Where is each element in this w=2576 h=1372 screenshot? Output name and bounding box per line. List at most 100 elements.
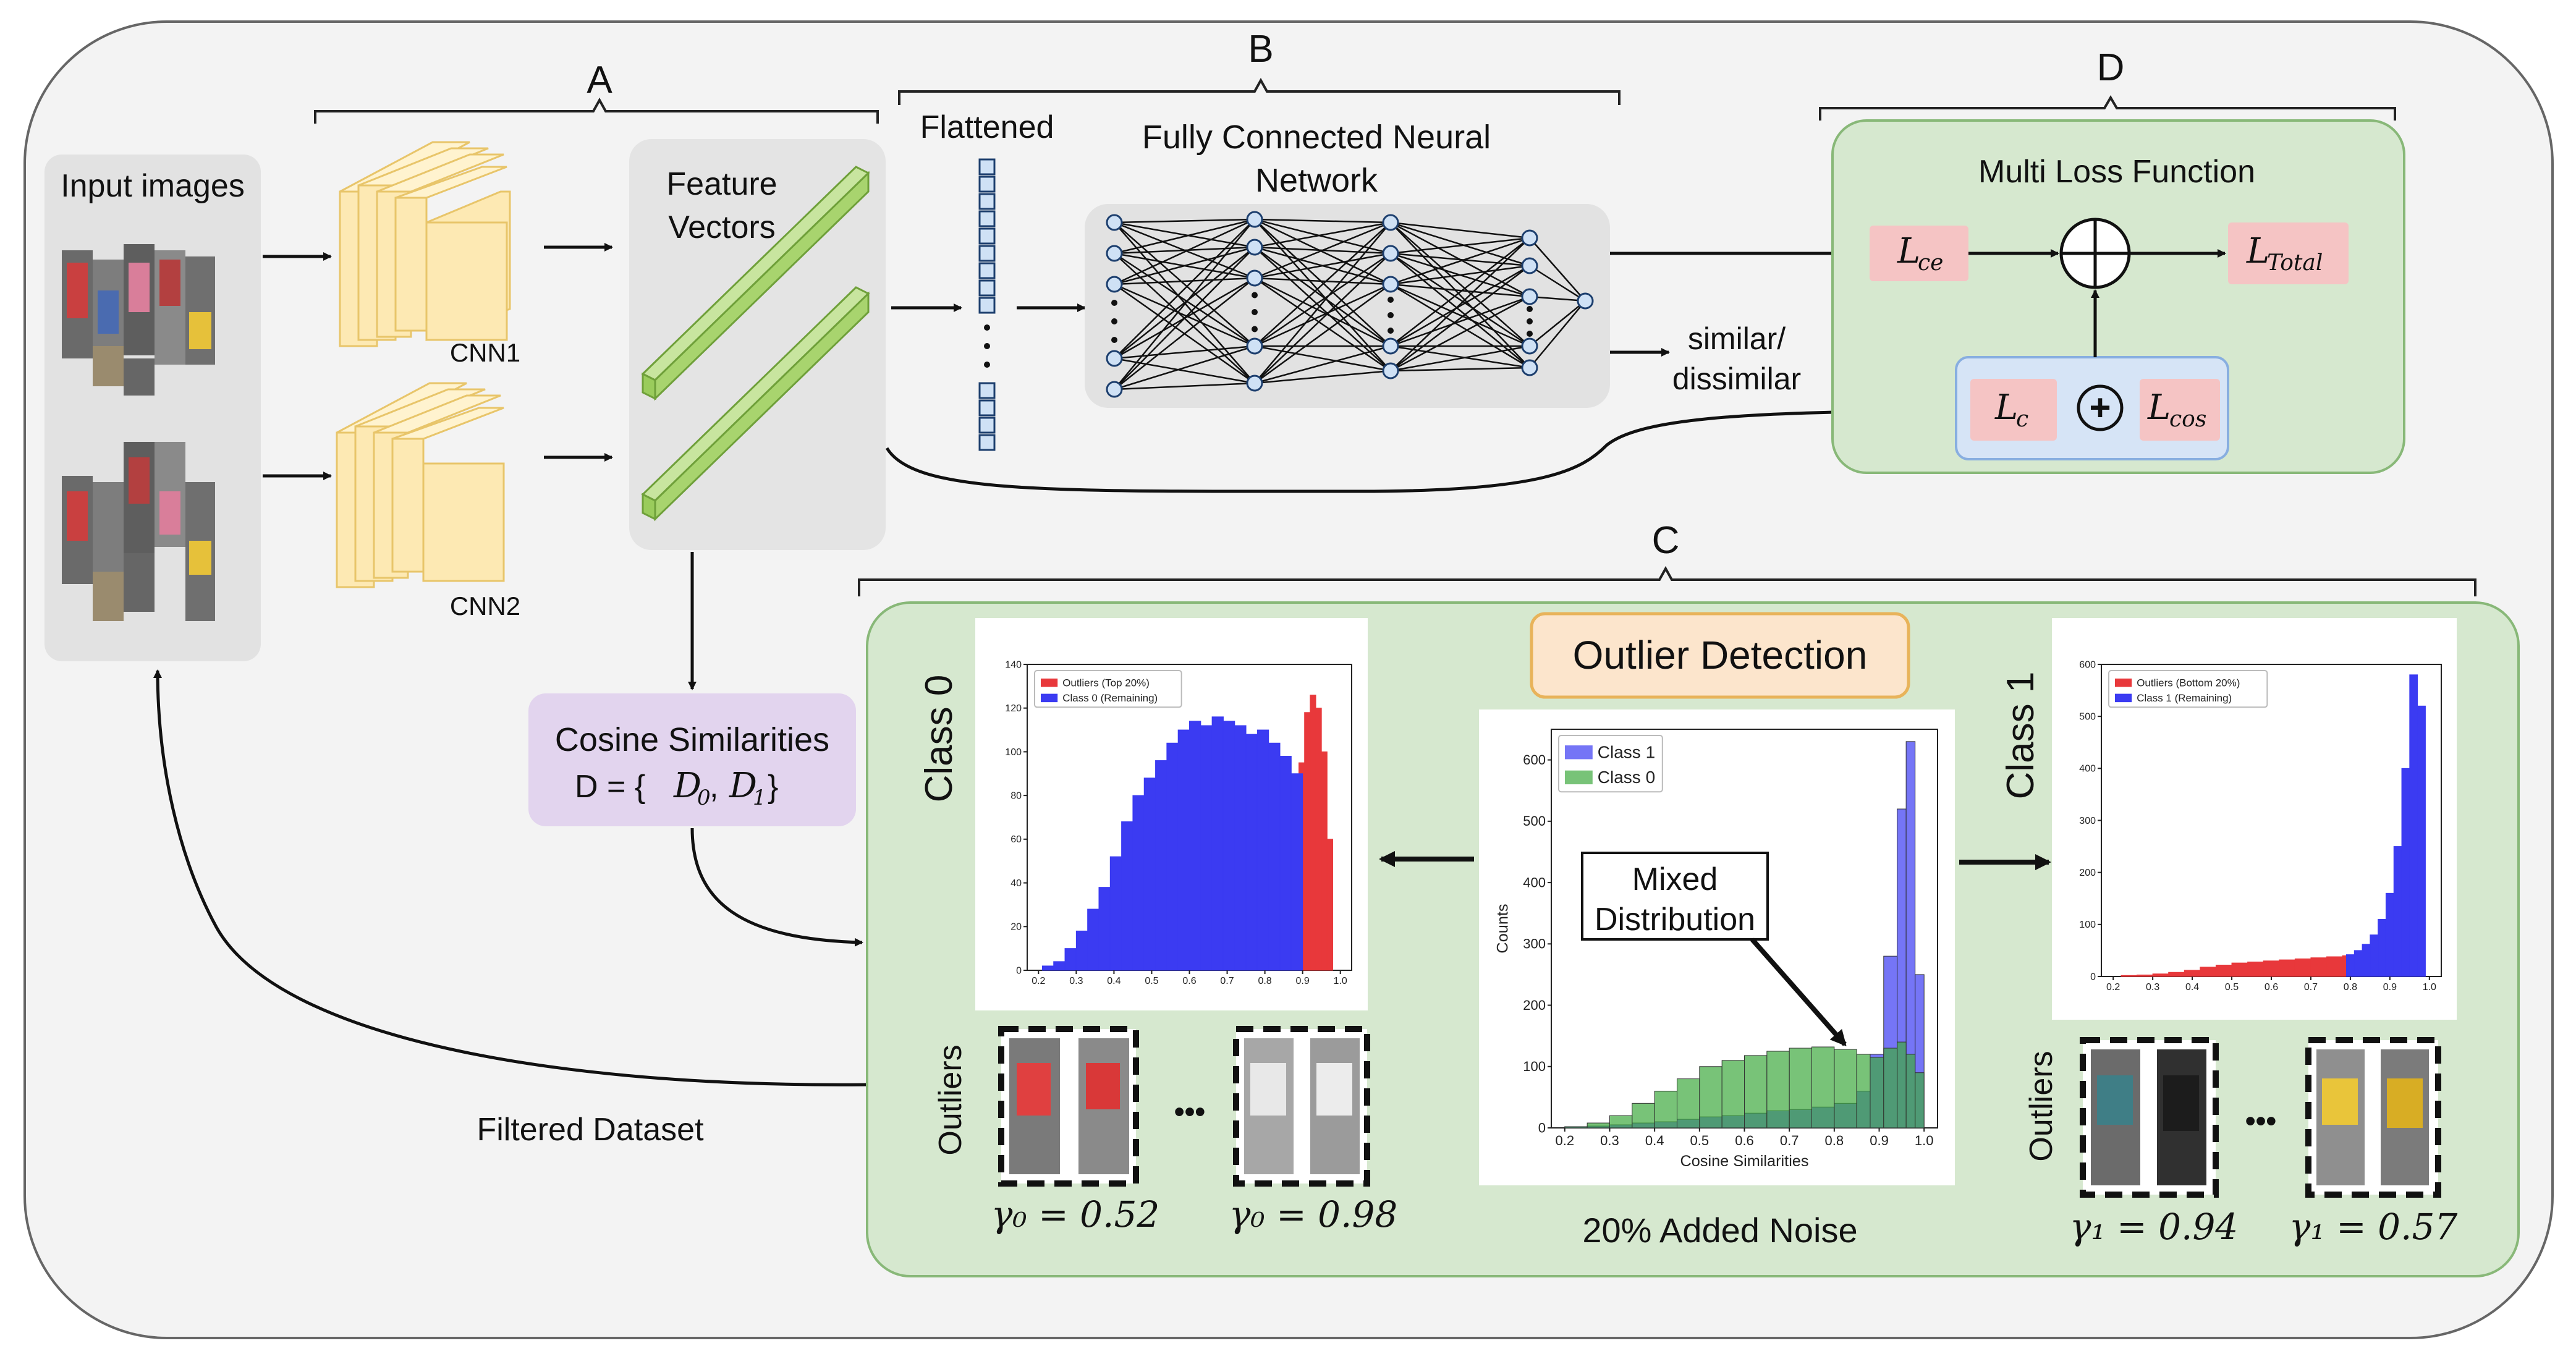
fcnn-label-1: Fully Connected Neural bbox=[1142, 119, 1491, 156]
nn-ellipsis-dot bbox=[1527, 318, 1533, 324]
nn-edge bbox=[1114, 382, 1255, 391]
flattened-dot bbox=[984, 343, 990, 349]
histogram-bar bbox=[1155, 760, 1167, 971]
histogram-bar bbox=[2137, 974, 2153, 977]
x-tick-label: 0.8 bbox=[1258, 976, 1271, 986]
histogram-bar bbox=[1870, 1057, 1884, 1129]
nn-edge bbox=[1114, 219, 1255, 359]
x-tick-label: 0.5 bbox=[1690, 1133, 1710, 1148]
section-label-d: D bbox=[2097, 46, 2125, 89]
histogram-bar bbox=[1676, 1078, 1700, 1129]
legend-label: Class 0 (Remaining) bbox=[1062, 692, 1158, 704]
lc-box bbox=[1970, 379, 2057, 441]
histogram-bar bbox=[1856, 1054, 1871, 1129]
cosine-title: Cosine Similarities bbox=[555, 721, 829, 758]
nn-edge bbox=[1390, 222, 1530, 368]
flattened-cell bbox=[978, 417, 996, 434]
histogram-bar bbox=[2362, 944, 2371, 977]
y-tick-label: 500 bbox=[1523, 813, 1546, 829]
histogram-bar bbox=[1632, 1103, 1655, 1129]
y-tick-label: 140 bbox=[1005, 659, 1022, 670]
legend-label: Outliers (Bottom 20%) bbox=[2137, 677, 2240, 688]
nn-edge bbox=[1390, 295, 1530, 347]
histogram-bar bbox=[1234, 725, 1247, 971]
legend-label: Class 1 (Remaining) bbox=[2137, 692, 2232, 704]
histogram-bar bbox=[1177, 729, 1190, 971]
y-tick-label: 40 bbox=[1010, 878, 1022, 889]
histogram-bar bbox=[1064, 948, 1077, 971]
arrow-filtered-input bbox=[153, 669, 869, 1086]
nn-ellipsis-dot bbox=[1252, 292, 1258, 299]
nn-edge bbox=[1390, 366, 1530, 372]
outliers-label-right: Outliers bbox=[2023, 1051, 2059, 1161]
histogram-bar bbox=[1654, 1090, 1677, 1129]
nn-node bbox=[1382, 245, 1399, 262]
histogram-bar bbox=[1326, 839, 1333, 971]
x-tick-label: 0.3 bbox=[1600, 1133, 1619, 1148]
histogram-bar bbox=[2168, 972, 2185, 977]
section-label-a: A bbox=[587, 59, 612, 101]
outlier-pair-left-1 bbox=[998, 1026, 1139, 1187]
histogram-bar bbox=[1699, 1066, 1722, 1129]
bracket-c bbox=[858, 565, 2476, 596]
histogram-bar bbox=[2354, 950, 2363, 977]
histogram-bar bbox=[1321, 751, 1328, 971]
nn-edge bbox=[1390, 265, 1530, 371]
histogram-bar bbox=[1564, 1126, 1588, 1129]
histogram-bar bbox=[1245, 734, 1258, 971]
x-tick-label: 0.7 bbox=[1220, 976, 1234, 986]
arrow-features-lc bbox=[885, 407, 1954, 493]
flattened-vector bbox=[978, 158, 996, 451]
nn-edge bbox=[1254, 252, 1391, 347]
x-tick-label: 0.9 bbox=[1870, 1133, 1889, 1148]
x-tick-label: 0.7 bbox=[1780, 1133, 1799, 1148]
histogram-bar bbox=[1121, 821, 1133, 971]
legend-swatch bbox=[1565, 770, 1593, 785]
outliers-label-left: Outliers bbox=[933, 1044, 968, 1155]
nn-edge bbox=[1390, 222, 1530, 347]
y-tick-label: 100 bbox=[1523, 1059, 1546, 1074]
flattened-dot bbox=[984, 324, 990, 331]
legend-swatch bbox=[2115, 693, 2132, 703]
histogram-bar bbox=[2378, 918, 2386, 977]
nn-node bbox=[1246, 211, 1263, 228]
nn-edge bbox=[1390, 237, 1530, 347]
nn-edge bbox=[1114, 277, 1255, 286]
nn-edge bbox=[1254, 277, 1391, 347]
histogram-bar bbox=[2409, 674, 2418, 977]
histogram-bar bbox=[1053, 961, 1066, 971]
section-label-b: B bbox=[1248, 28, 1273, 70]
flattened-cell bbox=[978, 279, 996, 297]
lce-box bbox=[1870, 226, 1968, 281]
x-tick-label: 0.4 bbox=[1645, 1133, 1664, 1148]
y-tick-label: 200 bbox=[2079, 868, 2096, 878]
histogram-bar bbox=[2215, 964, 2232, 977]
nn-edge bbox=[1390, 295, 1530, 372]
histogram-bar bbox=[2417, 705, 2426, 977]
cosine-d1-sub: 1 bbox=[753, 786, 766, 810]
nn-edge bbox=[1390, 283, 1530, 347]
nn-node bbox=[1382, 214, 1399, 231]
lce-subscript: ce bbox=[1918, 250, 1943, 276]
histogram-bar bbox=[2401, 768, 2410, 977]
histogram-bar bbox=[1166, 742, 1179, 971]
histogram-bar bbox=[1834, 1049, 1857, 1129]
sum-circle bbox=[2059, 218, 2131, 289]
histogram-bar bbox=[1098, 887, 1111, 971]
nn-edge bbox=[1114, 277, 1255, 390]
histogram-bar bbox=[1609, 1115, 1633, 1129]
nn-edge bbox=[1254, 252, 1391, 279]
nn-ellipsis-dot bbox=[1388, 312, 1394, 318]
nn-node bbox=[1382, 362, 1399, 379]
nn-edge bbox=[1254, 222, 1391, 384]
cosine-d1: D bbox=[729, 766, 757, 806]
x-tick-label: 0.9 bbox=[2383, 982, 2397, 993]
nn-edge bbox=[1390, 237, 1530, 371]
x-axis-label: Cosine Similarities bbox=[1680, 1153, 1808, 1170]
nn-node bbox=[1106, 350, 1123, 367]
nn-ellipsis-dot bbox=[1111, 300, 1117, 306]
nn-edge bbox=[1114, 222, 1255, 347]
outlier-title: Outlier Detection bbox=[1573, 633, 1868, 677]
histogram-bar bbox=[1268, 742, 1281, 971]
nn-node bbox=[1521, 257, 1538, 274]
